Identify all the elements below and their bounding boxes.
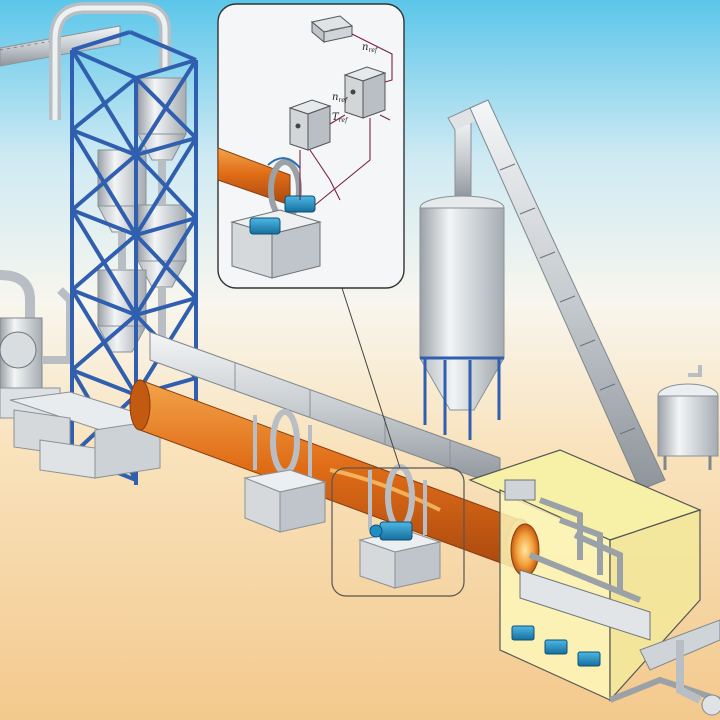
burner-pipes	[528, 497, 642, 603]
label-n: n	[362, 42, 368, 53]
left-fan-unit	[0, 270, 74, 419]
label-n2: n	[332, 92, 338, 103]
top-duct	[0, 1, 171, 120]
detail-highlight-frame	[331, 467, 465, 597]
preheater-tower-frame	[70, 30, 198, 485]
kiln-support-2	[358, 464, 442, 589]
inset-server-rack	[310, 15, 354, 44]
screw-conveyor	[469, 99, 666, 491]
label-n-sub: ref	[368, 47, 378, 54]
label-t-sub: ref	[339, 117, 349, 124]
kiln-support-1	[243, 409, 327, 533]
svg-text:nref: nref	[332, 92, 349, 104]
svg-text:Tref: Tref	[332, 112, 349, 124]
burner-housing	[468, 449, 720, 703]
small-tank	[657, 365, 719, 470]
inset-labels: nref nref Tref	[332, 42, 379, 124]
label-t: T	[332, 112, 340, 123]
inset-wiring	[299, 33, 393, 206]
tower-base	[9, 391, 161, 479]
kiln-drive-motor	[369, 521, 413, 541]
storage-silo	[419, 107, 505, 440]
inset-leader	[341, 287, 401, 469]
inset-cabinet-1	[288, 99, 332, 151]
inset-panel: nref nref Tref	[217, 3, 405, 289]
svg-text:nref: nref	[362, 42, 379, 54]
burner-motors	[511, 625, 601, 667]
inset-motor-1	[249, 217, 281, 235]
cooler-conveyor	[639, 619, 720, 716]
inset-cabinet-2	[343, 66, 387, 119]
label-n2-sub: ref	[338, 97, 348, 104]
